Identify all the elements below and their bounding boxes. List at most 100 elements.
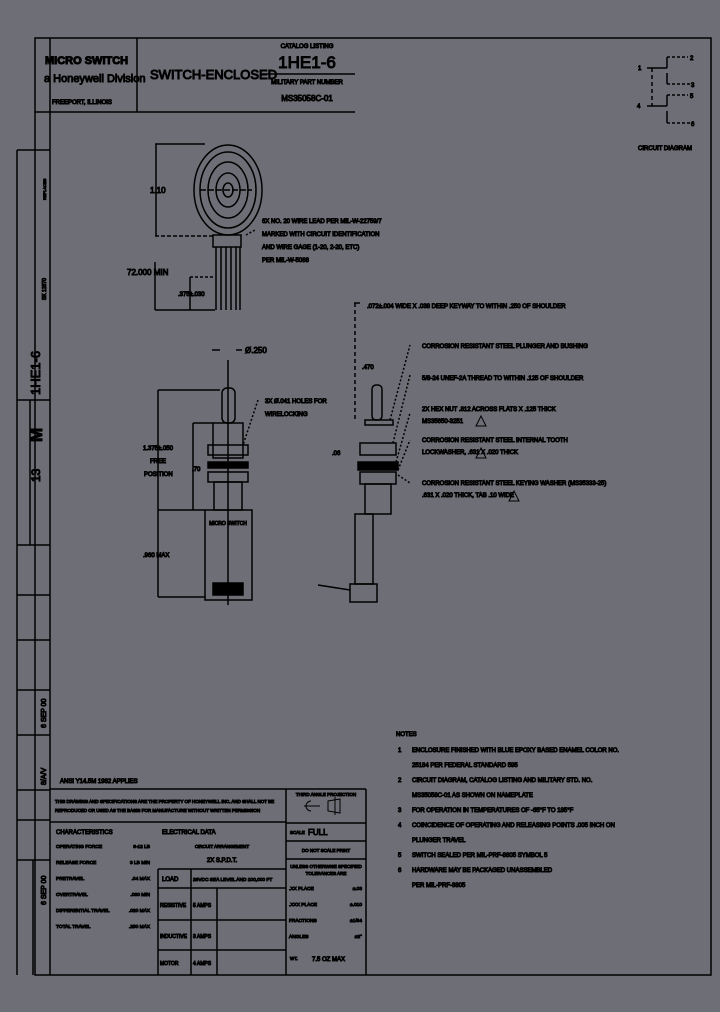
characteristics-title: CHARACTERISTICS [56, 830, 113, 836]
load-rating: 3 AMPS [193, 934, 212, 940]
holes-note-1: 3X Ø.041 HOLES FOR [265, 399, 327, 405]
top-view [154, 143, 263, 311]
dim-lead-length: 72.000 MIN [127, 268, 169, 277]
dim-body: .960 MAX [143, 553, 169, 559]
callout-hexnut: 2X HEX NUT .812 ACROSS FLATS X .125 THIC… [422, 407, 556, 413]
tolerance-label: FRACTIONS [289, 918, 317, 924]
strip-dwg: SK 12870 [42, 278, 48, 300]
strip-date-2: 6 SEP 00 [41, 875, 48, 905]
tolerance-value: ±.010 [350, 902, 362, 908]
lead-note-3: AND WIRE GAGE (1-20, 2-20, ETC) [262, 245, 359, 251]
characteristic-label: PRETRAVEL [56, 876, 84, 882]
callout-keywasher-2: .631 X .020 THICK, TAB .10 WIDE [422, 493, 514, 499]
brand-location: FREEPORT, ILLINOIS [52, 100, 112, 106]
brand-logo: MICRO SWITCH [45, 55, 128, 67]
pin-1: 1 [638, 66, 642, 72]
do-not-scale: DO NOT SCALE PRINT [302, 848, 350, 853]
side-view [317, 302, 411, 603]
pin-2: 2 [690, 56, 694, 62]
note-text: PER MIL-PRF-8805 [412, 883, 466, 889]
holes-note-2: WIRELOCKING [265, 412, 308, 418]
lead-note-2: MARKED WITH CIRCUIT IDENTIFICATION [262, 232, 379, 238]
free-label: FREE [150, 459, 166, 465]
characteristic-value: .04 MAX [132, 876, 151, 882]
proprietary-2: REPRODUCED OR USED AS THE BASIS FOR MANU… [55, 808, 260, 813]
notes-title: NOTES [396, 732, 417, 738]
note-flag-icon [475, 414, 520, 502]
circuit-title: CIRCUIT DIAGRAM [638, 146, 692, 152]
projection-label: THIRD ANGLE PROJECTION [296, 792, 356, 797]
note-text: 25184 PER FEDERAL STANDARD 595 [412, 763, 518, 769]
dim-free-position: 1.375±.050 [143, 446, 174, 452]
callout-plunger: CORROSION RESISTANT STEEL PLUNGER AND BU… [422, 344, 588, 350]
strip-catalog: 1HE1-6 [28, 351, 43, 395]
scale-label: SCALE [290, 830, 305, 835]
load-type: RESISTIVE [160, 903, 187, 909]
note-number: 3 [398, 808, 402, 814]
scale-value: FULL [308, 828, 328, 837]
tolerance-title-1: UNLESS OTHERWISE SPECIFIED [290, 864, 362, 869]
pin-3: 3 [691, 83, 695, 89]
callout-lockwasher: CORROSION RESISTANT STEEL INTERNAL TOOTH [422, 438, 568, 444]
lead-note-4: PER MIL-W-5088 [262, 258, 310, 264]
note-text: SWITCH SEALED PER MIL-PRF-8805 SYMBOL 5 [412, 853, 548, 859]
position-label: POSITION [144, 472, 173, 478]
tolerance-label: .XX PLACE [289, 886, 314, 892]
note-text: MS35058C-01 AS SHOWN ON NAMEPLATE [412, 793, 533, 799]
tolerance-label: ANGLES [289, 934, 308, 940]
projection-symbol [304, 797, 341, 815]
notes-list: 1 ENCLOSURE FINISHED WITH BLUE EPOXY BASE… [398, 748, 620, 890]
front-view [157, 349, 259, 605]
characteristic-value: 8-12 LB [133, 844, 150, 850]
weight-value: 7.5 OZ MAX [312, 957, 345, 963]
callout-lockwasher-2: LOCKWASHER, .631 X .020 THICK [422, 450, 518, 456]
circuit-diagram [647, 56, 690, 124]
load-type: INDUCTIVE [160, 934, 188, 940]
tolerance-title-2: TOLERANCES ARE [306, 871, 347, 876]
catalog-number: 1HE1-6 [278, 53, 336, 72]
tolerance-value: ±2° [355, 934, 362, 940]
callout-keyway: .072±.004 WIDE X .038 DEEP KEYWAY TO WIT… [367, 304, 566, 310]
tolerance-value: ±.03 [353, 886, 363, 892]
load-type: MOTOR [160, 961, 179, 967]
dim-plunger-dia: Ø.250 [245, 346, 267, 355]
catalog-label: CATALOG LISTING [281, 44, 334, 50]
bottom-block [50, 788, 367, 975]
dim-bushing: .70 [192, 467, 201, 473]
characteristic-value: .250 MAX [129, 924, 151, 930]
rating-header: 28VDC SEA LEVEL AND 100,000 FT [193, 877, 272, 883]
tolerance-value: ±1/64 [350, 918, 362, 924]
strip-code: M [27, 428, 46, 442]
dim-height: 1.10 [150, 186, 166, 195]
brand-division: a Honeywell Division [44, 73, 146, 85]
note-text: CIRCUIT DIAGRAM, CATALOG LISTING AND MIL… [412, 778, 593, 784]
note-text: FOR OPERATION IN TEMPERATURES OF -65°F T… [412, 808, 574, 814]
characteristics-list: OPERATING FORCE 8-12 LB RELEASE FORCE 3 LB … [56, 844, 152, 931]
characteristic-value: 3 LB MIN [130, 860, 151, 866]
note-number: 2 [398, 778, 402, 784]
strip-date-1: 6 SEP 00 [41, 698, 48, 728]
proprietary-1: THIS DRAWING AND SPECIFICATIONS ARE THE … [55, 799, 274, 804]
circuit-arrangement: 2X S.P.D.T. [207, 858, 238, 864]
callout-keywasher: CORROSION RESISTANT STEEL KEYING WASHER … [422, 481, 606, 487]
load-rating: 5 AMPS [193, 903, 212, 909]
note-number: 1 [398, 748, 402, 754]
characteristic-label: DIFFERENTIAL TRAVEL [56, 908, 110, 914]
note-text: PLUNGER TRAVEL [412, 838, 466, 844]
dim-width: .470 [362, 365, 374, 371]
note-text: ENCLOSURE FINISHED WITH BLUE EPOXY BASED… [412, 748, 619, 754]
characteristic-label: RELEASE FORCE [56, 860, 96, 866]
characteristic-label: OPERATING FORCE [56, 844, 102, 850]
tolerance-label: .XXX PLACE [289, 902, 317, 908]
note-text: COINCIDENCE OF OPERATING AND RELEASING P… [412, 823, 615, 829]
note-text: HARDWARE MAY BE PACKAGED UNASSEMBLED [412, 868, 553, 874]
loads-table: RESISTIVE 5 AMPS INDUCTIVE 3 AMPS MOTOR 4 AMP… [160, 903, 213, 968]
military-label: MILITARY PART NUMBER [271, 80, 343, 86]
body-label: MICRO SWITCH [209, 521, 247, 527]
load-rating: 4 AMPS [193, 961, 212, 967]
note-number: 6 [398, 868, 402, 874]
load-header: LOAD [162, 877, 179, 883]
pin-4: 4 [637, 104, 641, 110]
strip-sheet: 13 [29, 468, 43, 482]
